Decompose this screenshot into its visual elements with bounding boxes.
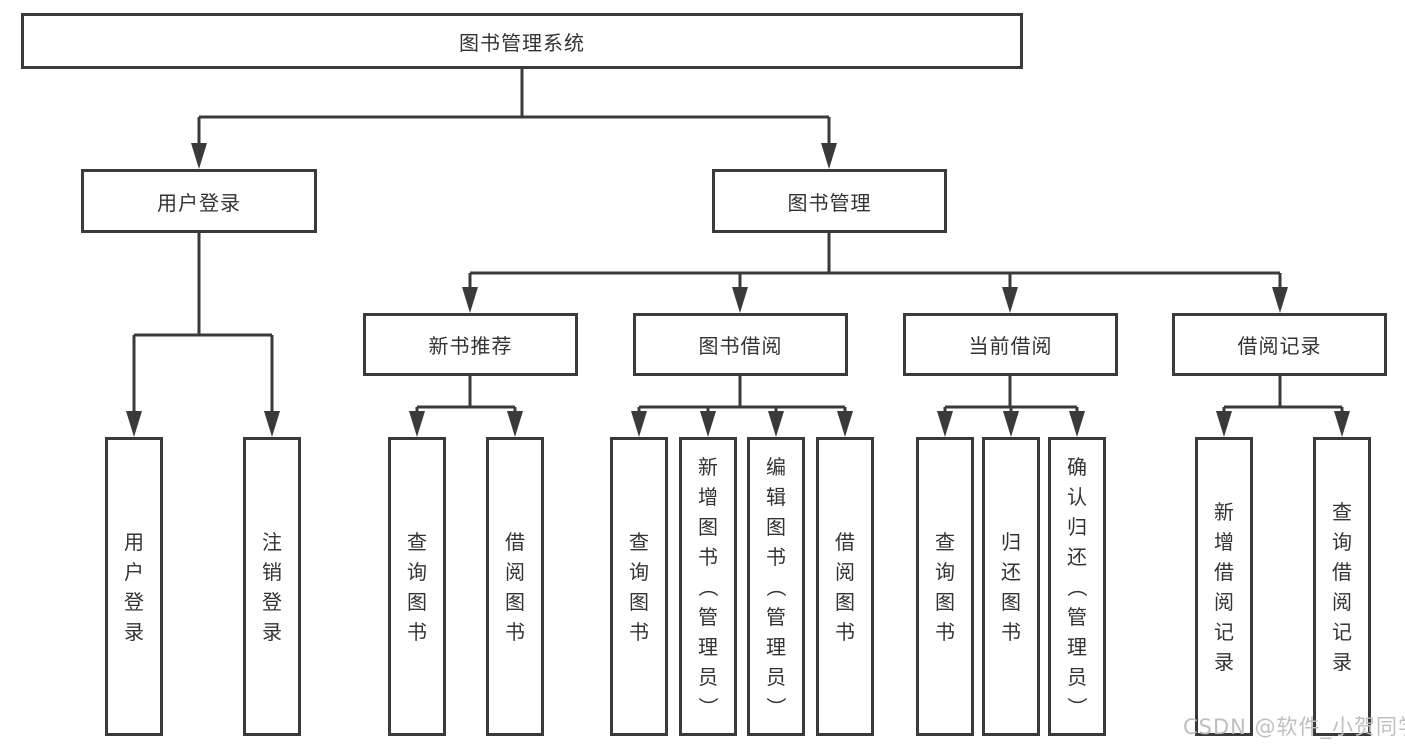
leaf-query-borrow-record: 查询借阅记录 xyxy=(1313,437,1371,736)
leaf-add-borrow-record: 新增借阅记录 xyxy=(1195,437,1253,736)
leaf-logout: 注销登录 xyxy=(243,437,301,736)
leaf-add-books-admin: 新增图书（管理员） xyxy=(679,437,737,736)
leaf-recommend-borrow-books: 借阅图书 xyxy=(486,437,544,736)
node-new-book-recommend: 新书推荐 xyxy=(363,313,578,376)
leaf-confirm-return-admin: 确认归还（管理员） xyxy=(1048,437,1106,736)
connector-new-book-rec-children xyxy=(409,376,523,437)
connector-book-mgmt-children xyxy=(462,233,1288,313)
node-root-system: 图书管理系统 xyxy=(21,13,1023,69)
node-book-management-branch: 图书管理 xyxy=(712,169,947,233)
leaf-borrowing-query-books: 查询图书 xyxy=(610,437,668,736)
leaf-recommend-query-books: 查询图书 xyxy=(388,437,446,736)
leaf-return-books: 归还图书 xyxy=(982,437,1040,736)
leaf-user-login: 用户登录 xyxy=(105,437,163,736)
csdn-watermark: CSDN @软件_小贺同学 xyxy=(1183,715,1405,739)
node-borrowing-records: 借阅记录 xyxy=(1172,313,1387,376)
connector-root-to-level1 xyxy=(191,69,837,169)
leaf-current-query-books: 查询图书 xyxy=(916,437,974,736)
connector-current-borrow-children xyxy=(937,376,1085,437)
leaf-borrowing-borrow-books: 借阅图书 xyxy=(816,437,874,736)
connector-user-login-children xyxy=(126,233,280,437)
connector-book-borrow-children xyxy=(631,376,853,437)
node-user-login-branch: 用户登录 xyxy=(81,169,317,233)
node-book-borrowing: 图书借阅 xyxy=(633,313,848,376)
connector-borrow-record-children xyxy=(1216,376,1350,437)
node-current-borrowing: 当前借阅 xyxy=(903,313,1118,376)
leaf-edit-books-admin: 编辑图书（管理员） xyxy=(747,437,805,736)
